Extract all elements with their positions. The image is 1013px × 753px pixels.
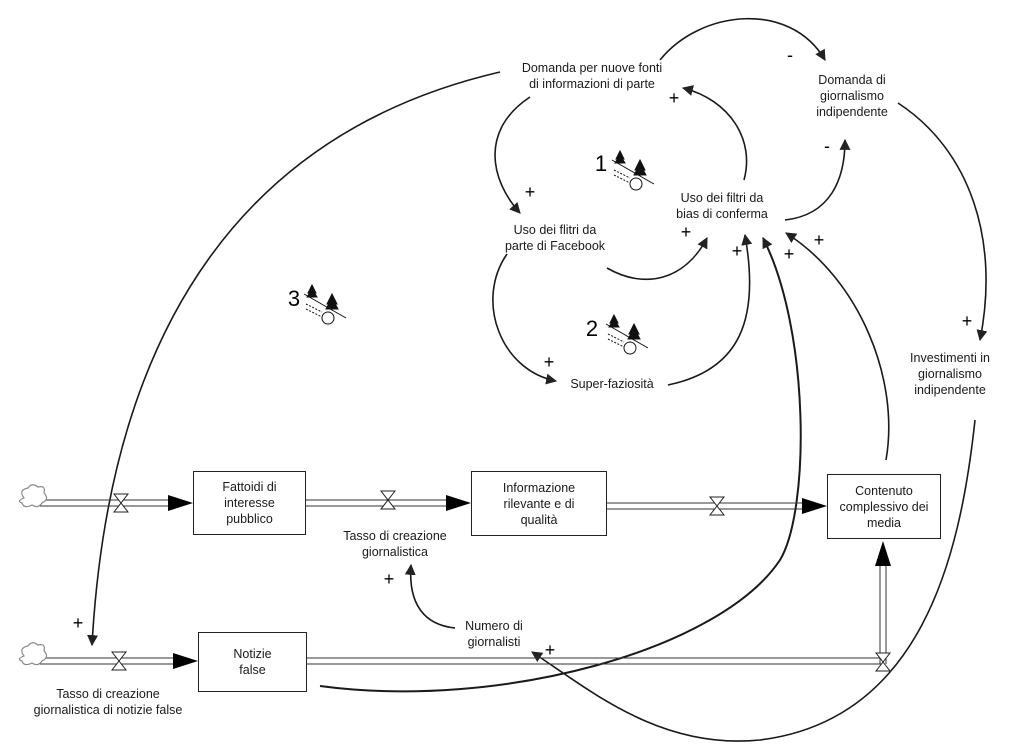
valve-icon[interactable] (708, 496, 726, 516)
valve-icon[interactable] (379, 490, 397, 510)
snowball-icon (303, 283, 347, 325)
link-bias-to-domanda-fonti (681, 85, 748, 181)
link-contenuto-to-bias (785, 232, 890, 461)
polarity-sign: + (72, 613, 84, 633)
link-domanda-giornalismo-to-investimenti (897, 102, 988, 342)
link-domanda-fonti-to-tasso-notizie-false (87, 71, 501, 647)
var-super-faziosita[interactable]: Super-faziosità (570, 377, 654, 391)
flow-pipes (40, 499, 887, 665)
flow-arrowhead (168, 495, 193, 511)
snowball-icon (605, 313, 649, 355)
polarity-sign: + (543, 352, 555, 372)
valve-icon[interactable] (112, 493, 130, 513)
flow-arrowhead (446, 495, 471, 511)
var-filtri-bias[interactable]: Uso dei filtri da bias di conferma (676, 191, 768, 221)
cloud-source-icon (18, 484, 48, 508)
flow-arrowhead (802, 498, 827, 514)
loop-1-number: 1 (594, 151, 608, 176)
link-super-faziosita-to-bias (667, 233, 753, 386)
link-facebook-to-super-faziosita (492, 253, 558, 385)
link-facebook-to-bias (606, 237, 708, 281)
flow-arrowhead (875, 541, 891, 566)
polarity-sign: - (787, 45, 793, 65)
snowball-icon (611, 149, 655, 191)
polarity-sign: + (680, 222, 692, 242)
link-domanda-fonti-to-domanda-giornalismo (659, 17, 826, 61)
polarity-sign: + (544, 640, 556, 660)
loop-3-number: 3 (287, 286, 301, 311)
polarity-sign: + (524, 182, 536, 202)
valve-icon[interactable] (110, 651, 128, 671)
var-numero-giornalisti[interactable]: Numero di giornalisti (465, 619, 523, 649)
valve-icon[interactable] (874, 652, 892, 672)
link-domanda-fonti-to-facebook (494, 96, 531, 214)
link-bias-to-domanda-giornalismo (784, 138, 851, 221)
polarity-sign: + (668, 88, 680, 108)
stock-fattoidi[interactable]: Fattoidi di interesse pubblico (193, 471, 306, 535)
var-domanda-giornalismo[interactable]: Domanda di giornalismo indipendente (816, 73, 888, 119)
cloud-source-icon (18, 642, 48, 666)
polarity-sign: + (731, 241, 743, 261)
stock-contenuto[interactable]: Contenuto complessivo dei media (827, 474, 941, 539)
var-tasso-notizie-false[interactable]: Tasso di creazione giornalistica di noti… (33, 687, 183, 717)
link-numero-giornalisti-to-tasso-creazione (404, 563, 456, 629)
loop-2-number: 2 (585, 316, 599, 341)
polarity-sign: + (383, 569, 395, 589)
flow-arrowhead (173, 653, 198, 669)
stock-notizie-false[interactable]: Notizie false (198, 632, 307, 692)
stock-informazione[interactable]: Informazione rilevante e di qualità (471, 471, 607, 536)
link-investimenti-to-numero-giornalisti (531, 419, 976, 742)
link-notizie-false-to-bias (319, 237, 802, 693)
var-domanda-fonti[interactable]: Domanda per nuove fonti di informazioni … (521, 61, 663, 91)
var-investimenti[interactable]: Investimenti in giornalismo indipendente (910, 351, 990, 397)
polarity-sign: + (783, 244, 795, 264)
var-filtri-facebook[interactable]: Uso dei flitri da parte di Facebook (504, 223, 606, 253)
polarity-sign: + (813, 230, 825, 250)
polarity-sign: + (961, 311, 973, 331)
var-tasso-creazione[interactable]: Tasso di creazione giornalistica (343, 529, 447, 559)
polarity-sign: - (824, 136, 830, 156)
